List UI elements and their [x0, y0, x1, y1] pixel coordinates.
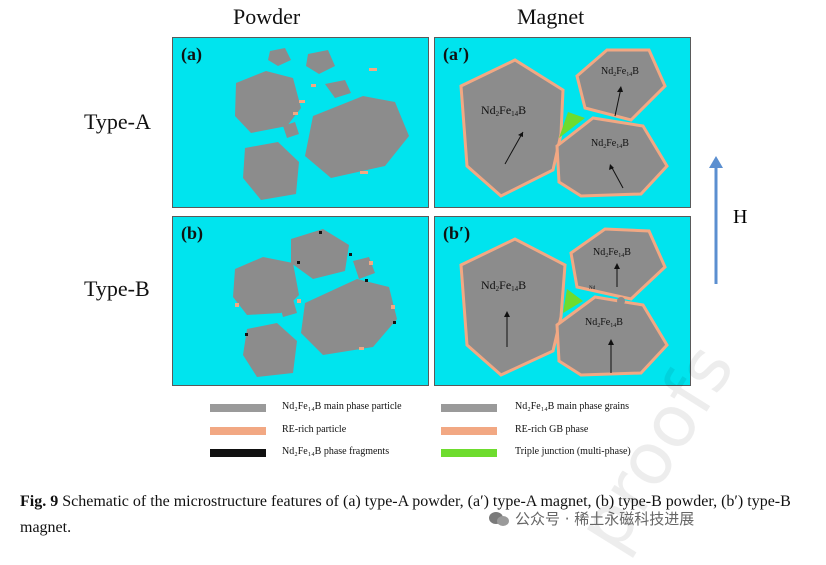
powder-particle [243, 142, 299, 200]
powder-particle [268, 48, 291, 66]
legend-re-rich-particle: RE-rich particle [282, 424, 347, 435]
arrow-head [617, 86, 623, 92]
phase-fragment [393, 321, 396, 324]
arrow-head [608, 339, 614, 345]
re-rich-particle [311, 84, 316, 87]
legend-swatch-re-rich-particle [210, 427, 266, 435]
re-rich-particle [369, 261, 373, 265]
legend-re-rich-gb: RE-rich GB phase [515, 424, 589, 435]
panel-label-b: (b) [181, 223, 203, 243]
magnetization-arrow [610, 165, 624, 189]
powder-particle [306, 50, 335, 74]
row-label-type-a: Type-A [84, 109, 151, 134]
figure-caption-text: Schematic of the microstructure features… [20, 493, 791, 536]
panel-label-a-prime: (a′) [443, 44, 470, 64]
legend-swatch-main-grains [441, 404, 497, 412]
arrow-head [518, 132, 523, 137]
phase-fragment [349, 253, 352, 256]
header-powder: Powder [233, 4, 301, 29]
grain-label: Nd2Fe14B [481, 103, 526, 118]
grain [569, 227, 667, 301]
grain-label: Nd2Fe14B [591, 138, 629, 150]
re-rich-particle [299, 100, 305, 103]
triple-junction [559, 112, 585, 138]
arrow-head [614, 263, 620, 269]
header-magnet: Magnet [517, 4, 585, 29]
legend-swatch-fragments [210, 449, 266, 457]
panel-b-prime-type-b-magnet: Nd Nd2Fe14B Nd2Fe14B Nd2Fe14B (b′) [434, 216, 691, 386]
grain [459, 237, 567, 377]
phase-fragment [245, 333, 248, 336]
re-rich-particle [360, 171, 368, 174]
phase-fragment [319, 231, 322, 234]
powder-particle [279, 299, 297, 317]
grain-label: Nd2Fe14B [601, 66, 639, 78]
powder-particle [233, 257, 299, 315]
panel-a-prime-type-a-magnet: Nd2Fe14B Nd2Fe14B Nd2Fe14B (a′) [434, 37, 691, 208]
powder-particle [301, 279, 397, 355]
field-arrow-icon [709, 156, 723, 284]
legend-main-grains: Nd₂Fe₁₄B main phase grains [515, 401, 630, 412]
field-label: H [733, 206, 748, 228]
legend-swatch-main-particle [210, 404, 266, 412]
grain-label: Nd2Fe14B [481, 278, 526, 293]
re-rich-particle [359, 347, 364, 350]
small-grain-label: Nd [589, 286, 596, 291]
phase-fragment [365, 279, 368, 282]
panel-a-prime-graphic: Nd2Fe14B Nd2Fe14B Nd2Fe14B [459, 48, 669, 198]
legend-swatch-re-rich-gb [441, 427, 497, 435]
panel-b-type-b-powder: (b) [172, 216, 429, 386]
powder-particle [235, 71, 301, 133]
grain [555, 295, 669, 377]
re-rich-particle [391, 305, 395, 309]
magnetization-arrow [504, 131, 524, 165]
grain-label: Nd2Fe14B [593, 247, 631, 259]
arrow-head [504, 311, 510, 317]
re-rich-particle [293, 112, 298, 115]
panel-label-a: (a) [181, 44, 202, 64]
powder-particle [325, 80, 351, 98]
arrow-head [609, 164, 614, 170]
panel-label-b-prime: (b′) [443, 223, 471, 243]
grain [575, 48, 667, 122]
legend-fragments: Nd₂Fe₁₄B phase fragments [282, 446, 390, 457]
re-rich-particle [297, 299, 301, 303]
panel-b-graphic [233, 229, 397, 377]
wechat-icon [488, 511, 510, 527]
triple-junction [563, 289, 583, 313]
wechat-watermark: 公众号 · 稀土永磁科技进展 [515, 510, 695, 528]
powder-particle [243, 323, 297, 377]
figure-number: Fig. 9 [20, 493, 59, 510]
powder-particle [291, 229, 349, 279]
re-rich-particle [235, 303, 239, 307]
re-rich-particle [369, 68, 377, 71]
grain [555, 116, 669, 198]
legend-swatch-triple-junction [441, 449, 497, 457]
panel-a-type-a-powder: (a) [172, 37, 429, 208]
powder-particle [305, 96, 409, 178]
magnetization-arrow [614, 87, 622, 117]
panel-a-graphic [235, 48, 409, 200]
phase-fragment [297, 261, 300, 264]
figure-caption: Fig. 9 Schematic of the microstructure f… [20, 489, 810, 541]
panel-b-prime-graphic: Nd Nd2Fe14B Nd2Fe14B Nd2Fe14B [459, 227, 669, 377]
row-label-type-b: Type-B [84, 276, 150, 301]
powder-particle [283, 122, 299, 138]
legend-main-particle: Nd₂Fe₁₄B main phase particle [282, 401, 402, 412]
legend-triple-junction: Triple junction (multi-phase) [515, 446, 631, 457]
grain [459, 58, 565, 198]
powder-particle [353, 257, 375, 279]
small-grain [617, 297, 625, 305]
grain-label: Nd2Fe14B [585, 317, 623, 329]
